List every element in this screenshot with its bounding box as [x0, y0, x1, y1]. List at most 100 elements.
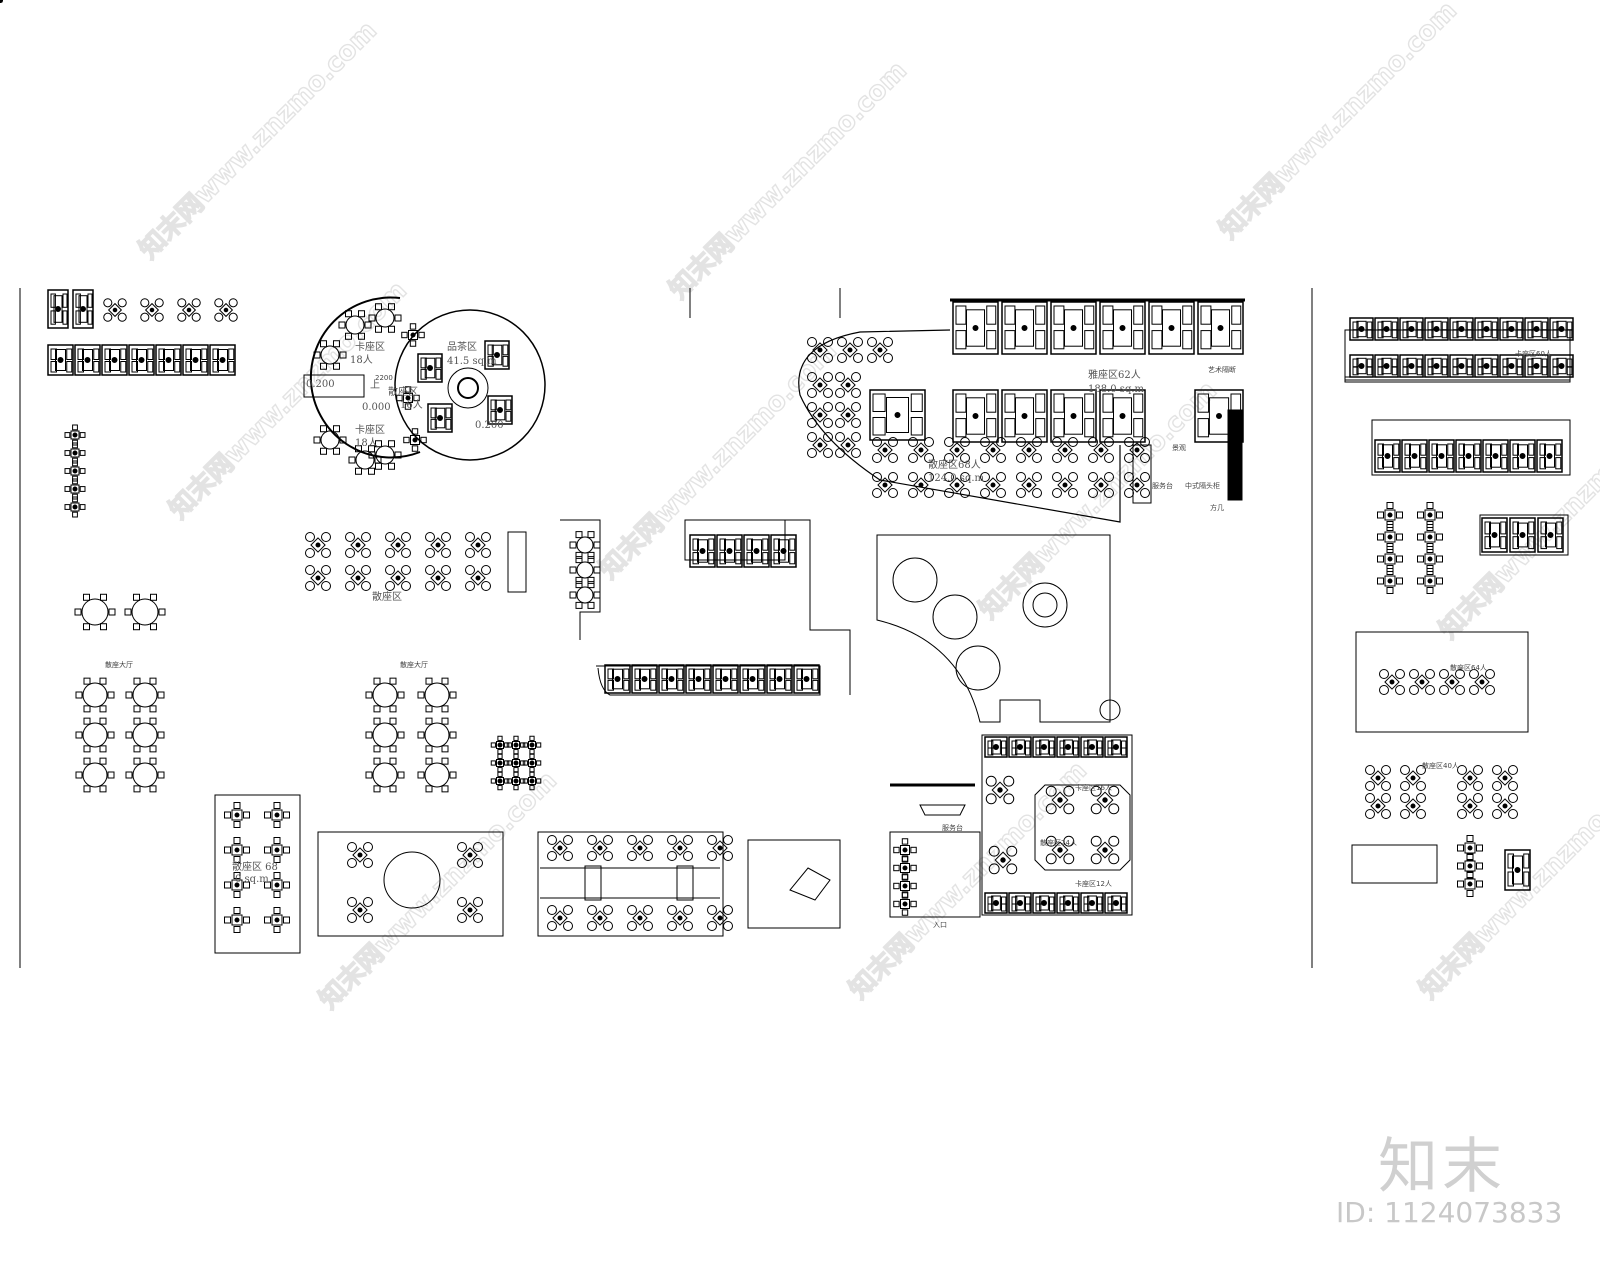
chair [1052, 488, 1062, 498]
seat [1523, 871, 1530, 887]
chair [823, 337, 833, 347]
chair [1469, 669, 1479, 679]
chair [149, 745, 157, 753]
seat [1151, 330, 1163, 350]
seat [66, 361, 73, 373]
chair [1396, 533, 1403, 541]
seat [1484, 536, 1491, 550]
booth [739, 664, 766, 694]
seat [1084, 305, 1095, 325]
chair [988, 863, 1000, 875]
chair [944, 453, 954, 463]
chair [1090, 835, 1102, 847]
square-table-set [893, 838, 917, 862]
chair [910, 882, 917, 890]
booth-set [1499, 317, 1524, 341]
chair [851, 448, 861, 458]
chair [522, 760, 528, 766]
seat [789, 552, 796, 565]
chair [264, 881, 271, 889]
booth-set [604, 664, 631, 694]
seat [420, 368, 427, 380]
table [512, 777, 520, 785]
booth-set [1032, 892, 1056, 914]
chair [283, 811, 290, 819]
label-booth-area: 卡座区 [355, 340, 385, 353]
chair [1396, 555, 1403, 563]
chair [960, 453, 970, 463]
cross-table-set [867, 337, 893, 363]
chair [1386, 502, 1394, 509]
chair [944, 437, 954, 447]
table [355, 450, 375, 470]
seat [1502, 366, 1509, 376]
chair [388, 440, 395, 448]
chair [1068, 488, 1078, 498]
table-center [1519, 453, 1526, 459]
seat [1049, 740, 1055, 749]
cross-table-set [835, 402, 861, 428]
chair [587, 835, 597, 845]
chair [1045, 785, 1057, 797]
table [1063, 739, 1073, 755]
chair [996, 453, 1006, 463]
table-center [1547, 532, 1554, 538]
chair [888, 488, 898, 498]
booth [1509, 517, 1536, 553]
chair [1469, 685, 1479, 695]
chair [504, 760, 510, 766]
chair [1016, 488, 1026, 498]
table-center [1458, 363, 1465, 369]
label-scatter-hall-2: 散座大厅 [400, 660, 428, 669]
chair [901, 838, 909, 845]
table-center [1134, 482, 1140, 488]
chair [867, 353, 877, 363]
seat [1527, 366, 1534, 376]
tea-house-plan [303, 296, 546, 461]
chair [807, 418, 817, 428]
seat [1391, 329, 1398, 339]
chair [908, 472, 918, 482]
chair [707, 905, 717, 915]
seat [1004, 418, 1016, 438]
booth [1197, 301, 1244, 355]
seat [1084, 330, 1095, 350]
seat [692, 552, 699, 565]
label-scatter-16: 散座区 [388, 385, 418, 398]
chair [389, 717, 397, 725]
chair [520, 760, 526, 766]
seat [607, 668, 614, 680]
booth [1104, 892, 1128, 914]
booth [1008, 892, 1032, 914]
chair [441, 785, 449, 793]
chair [441, 565, 451, 575]
chair [368, 314, 376, 322]
chair [569, 541, 577, 549]
chair [1052, 472, 1062, 482]
table-center [749, 676, 756, 682]
seat [1458, 443, 1465, 456]
square-table-set [1377, 524, 1403, 550]
chair [79, 468, 86, 474]
chair [893, 846, 900, 854]
square-table-set [1417, 568, 1443, 594]
cross-table-set [1469, 669, 1495, 695]
chair [1485, 669, 1495, 679]
booth [1482, 439, 1509, 473]
seat [704, 679, 711, 691]
table [1384, 509, 1396, 521]
table-center [1479, 679, 1485, 685]
seat [773, 552, 780, 565]
booth-set [984, 892, 1008, 914]
cross-table-set [1090, 785, 1120, 815]
chair [1386, 546, 1394, 553]
booth [770, 534, 797, 568]
chair [305, 565, 315, 575]
cross-table-set [425, 532, 451, 558]
chair [233, 837, 241, 844]
table-center [1387, 578, 1393, 584]
seat [872, 393, 886, 412]
table [1517, 444, 1528, 468]
table-center [1358, 326, 1365, 332]
table-center [1217, 325, 1224, 331]
